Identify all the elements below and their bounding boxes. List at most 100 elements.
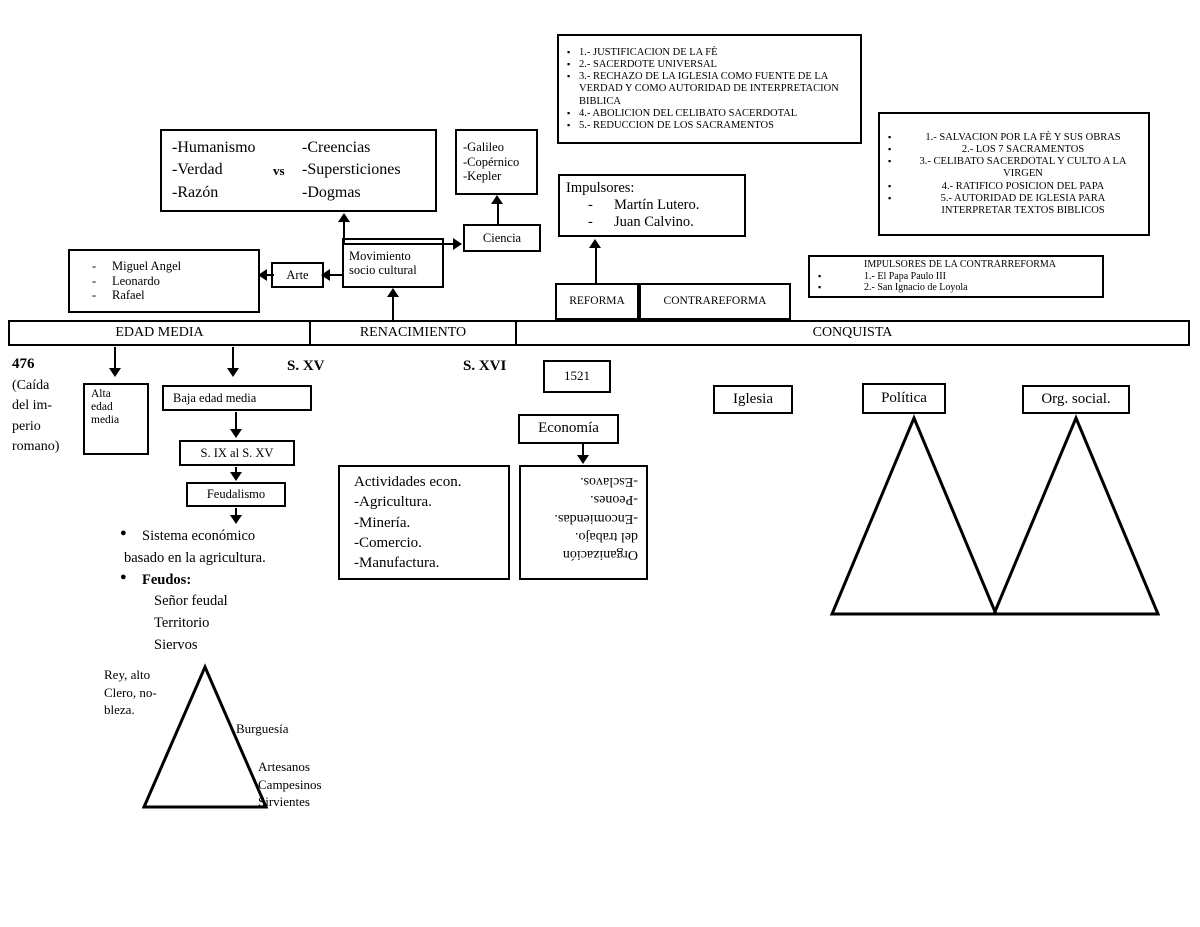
org-social-triangle [991, 414, 1161, 616]
actividades-title: Actividades econ. [354, 474, 462, 490]
timeline-marker-s-xvi: S. XVI [463, 358, 507, 374]
social-pyramid-bottom-label: Artesanos Campesinos Sirvientes [258, 758, 322, 811]
feudalismo-detail-list: Sistema económico [112, 525, 352, 548]
list-item: 3.- CELIBATO SACERDOTAL Y CULTO A LA VIR… [886, 156, 1140, 180]
contrareforma-label: CONTRAREFORMA [663, 294, 767, 307]
humanism-right-item: -Supersticiones [301, 161, 401, 179]
ciencia-label: Ciencia [482, 230, 522, 245]
humanism-left-item: -Verdad [172, 161, 223, 179]
humanism-left-column: -Humanismo -Verdad -Razón [172, 137, 256, 204]
list-item: Miguel Angel [70, 259, 258, 274]
timeline-label: RENACIMIENTO [359, 324, 467, 340]
actividades-economicas-box: Actividades econ. -Agricultura. -Minería… [338, 465, 510, 580]
list-item: 1.- SALVACION POR LA FÈ Y SUS OBRAS [886, 132, 1140, 144]
counterreform-principles-box: 1.- SALVACION POR LA FÈ Y SUS OBRAS 2.- … [878, 112, 1150, 236]
arrow-down-icon [577, 455, 589, 464]
pyramid-top-line: bleza. [104, 702, 135, 718]
list-item: 5.- REDUCCION DE LOS SACRAMENTOS [565, 120, 854, 132]
list-item: 5.- AUTORIDAD DE IGLESIA PARA INTERPRETA… [886, 193, 1140, 217]
impulsores-reforma-title: Impulsores: [566, 180, 635, 197]
list-item: Martín Lutero. [566, 197, 738, 214]
connector-economia-to-organizacion [582, 443, 584, 457]
arrow-up-icon [589, 239, 601, 248]
timeline-segment-conquista: CONQUISTA [515, 320, 1190, 346]
list-item: 1.- El Papa Paulo III [816, 271, 1096, 283]
arrow-left-icon [258, 269, 267, 281]
pyramid-bottom-line: Artesanos [258, 759, 310, 774]
feudos-label: Feudos: [142, 571, 192, 588]
arte-box: Arte [271, 262, 324, 288]
humanism-right-column: -Creencias -Supersticiones -Dogmas [302, 137, 425, 204]
org-social-label: Org. social. [1041, 390, 1111, 407]
arrow-up-icon [338, 213, 350, 222]
baja-edad-media-box: Baja edad media [162, 385, 312, 411]
arrow-down-icon [109, 368, 121, 377]
arrow-down-icon [230, 429, 242, 438]
social-pyramid-triangle [141, 663, 269, 809]
movimiento-line-2: socio cultural [349, 263, 417, 277]
fall-of-rome-line: (Caída [12, 378, 50, 393]
organizacion-line: -Esclavos. [580, 474, 638, 490]
timeline-label: EDAD MEDIA [115, 324, 204, 340]
impulsores-contrarreforma-list: 1.- El Papa Paulo III 2.- San Ignacio de… [816, 271, 1096, 294]
list-item: Juan Calvino. [566, 214, 738, 231]
impulsores-contrarreforma-box: IMPULSORES DE LA CONTRARREFORMA 1.- El P… [808, 255, 1104, 298]
iglesia-box: Iglesia [713, 385, 793, 414]
alta-edad-media-line: edad [91, 401, 113, 414]
feudos-sub-item: Siervos [154, 636, 198, 653]
actividades-item: -Comercio. [354, 534, 422, 551]
feudalismo-detail-line: Sistema económico [142, 528, 256, 544]
humanism-right-item: -Dogmas [301, 183, 361, 201]
scientist-item: -Kepler [463, 169, 502, 184]
politica-box: Política [862, 383, 946, 414]
timeline-label: CONQUISTA [812, 324, 893, 340]
year-1521-label: 1521 [564, 368, 590, 384]
economia-label: Economía [538, 420, 599, 437]
actividades-item: -Agricultura. [354, 494, 432, 511]
scientist-item: -Copérnico [463, 154, 520, 169]
actividades-item: -Minería. [354, 514, 411, 531]
list-item: Rafael [70, 288, 258, 303]
connector-timeline-to-alta-edad-media [114, 347, 116, 370]
organizacion-line: Organización [562, 546, 638, 562]
movimiento-socio-cultural-box: Movimiento socio cultural [342, 238, 444, 288]
ciencia-box: Ciencia [463, 224, 541, 252]
feudalismo-feudos-list: Feudos: [112, 569, 352, 592]
pyramid-top-line: Clero, no- [104, 684, 157, 700]
arrow-down-icon [227, 368, 239, 377]
alta-edad-media-box: Alta edad media [83, 383, 149, 455]
artists-list: Miguel Angel Leonardo Rafael [70, 259, 258, 303]
politica-label: Política [881, 389, 927, 406]
year-1521-box: 1521 [543, 360, 611, 393]
timeline-marker-s-xv: S. XV [287, 358, 325, 374]
organizacion-trabajo-rotated-text: Organización del trabajo. -Encomiendas. … [529, 472, 638, 563]
arte-label: Arte [286, 267, 309, 282]
impulsores-reforma-list: Martín Lutero. Juan Calvino. [566, 197, 738, 230]
feudalismo-detail-line: basado en la agricultura. [124, 549, 266, 566]
feudos-sub-item: Señor feudal [154, 593, 228, 610]
fall-of-rome-line: del im- [12, 398, 53, 414]
fall-of-rome-text: (Caída del im- perio romano) [12, 376, 59, 457]
feudalismo-detail: Sistema económico basado en la agricultu… [112, 525, 352, 657]
arrow-left-icon [321, 269, 330, 281]
reforma-box: REFORMA [555, 283, 639, 320]
impulsores-contrarreforma-title: IMPULSORES DE LA CONTRARREFORMA [864, 259, 1056, 271]
list-item: 3.- RECHAZO DE LA IGLESIA COMO FUENTE DE… [565, 71, 854, 107]
organizacion-line: -Encomiendas. [554, 510, 638, 526]
reform-principles-list: 1.- JUSTIFICACION DE LA FÈ 2.- SACERDOTE… [565, 47, 854, 131]
timeline-marker-476: 476 [12, 356, 35, 372]
list-item: Feudos: [112, 569, 352, 592]
connector-movimiento-to-ciencia [344, 243, 456, 245]
siglos-box: S. IX al S. XV [179, 440, 295, 466]
list-item: 2.- LOS 7 SACRAMENTOS [886, 144, 1140, 156]
pyramid-top-line: Rey, alto [104, 667, 151, 682]
arrow-up-icon [387, 288, 399, 297]
baja-edad-media-label: Baja edad media [173, 390, 257, 405]
arrow-down-icon [230, 515, 242, 524]
organizacion-line: del trabajo. [575, 528, 638, 544]
economia-box: Economía [518, 414, 619, 444]
connector-renacimiento-to-movimiento [392, 297, 394, 321]
list-item: 4.- RATIFICO POSICION DEL PAPA [886, 181, 1140, 193]
pyramid-bottom-line: Sirvientes [258, 794, 310, 810]
